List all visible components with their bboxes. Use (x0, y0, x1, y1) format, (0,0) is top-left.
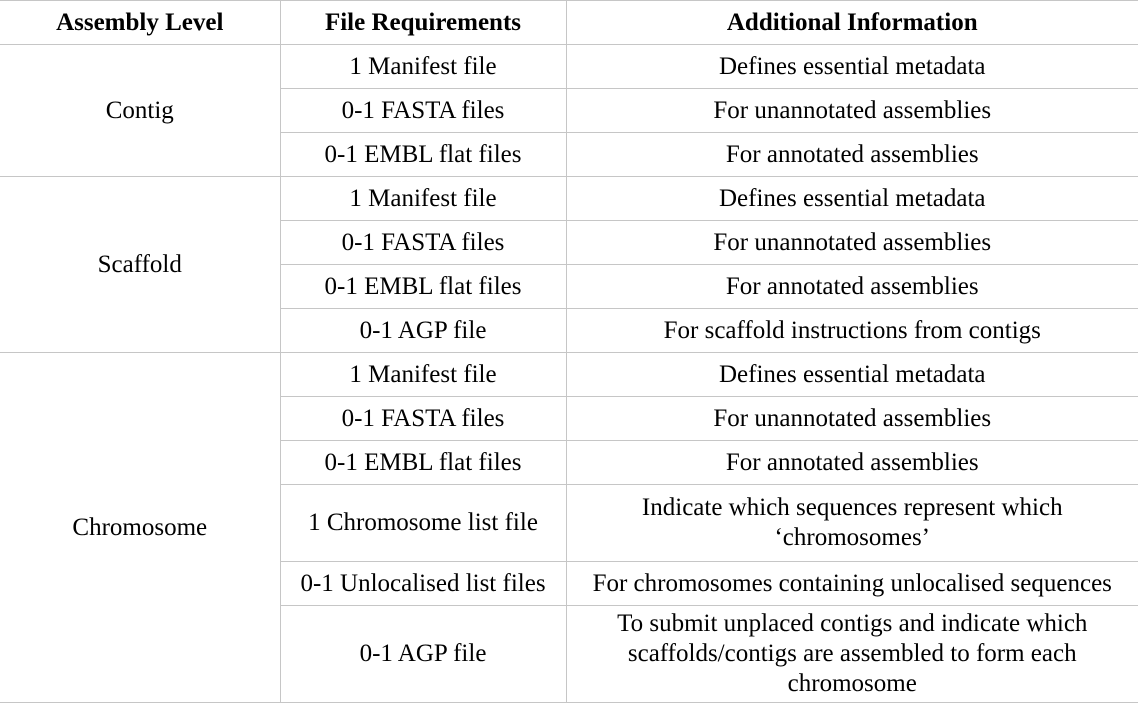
table-row: 0-1 EMBL flat files For annotated assemb… (0, 264, 1138, 309)
additional-info-cell: For unannotated assemblies (565, 88, 1138, 133)
additional-info-cell: For unannotated assemblies (565, 220, 1138, 265)
file-requirement-cell: 0-1 EMBL flat files (279, 264, 567, 309)
table-row: 0-1 EMBL flat files For annotated assemb… (0, 440, 1138, 485)
file-requirement-cell: 0-1 EMBL flat files (279, 132, 567, 177)
file-requirement-cell: 0-1 AGP file (279, 605, 567, 703)
assembly-level-contig: Contig (0, 44, 281, 177)
additional-info-cell: Defines essential metadata (565, 44, 1138, 89)
file-requirement-cell: 0-1 EMBL flat files (279, 440, 567, 485)
additional-info-cell: To submit unplaced contigs and indicate … (565, 605, 1138, 703)
header-assembly-level: Assembly Level (0, 0, 281, 45)
header-row: Assembly Level File Requirements Additio… (0, 0, 1138, 45)
table-row: Scaffold 1 Manifest file Defines essenti… (0, 176, 1138, 353)
file-requirement-cell: 0-1 FASTA files (279, 396, 567, 441)
additional-info-cell: For chromosomes containing unlocalised s… (565, 561, 1138, 606)
table-row: 1 Chromosome list file Indicate which se… (0, 484, 1138, 562)
additional-info-cell: For unannotated assemblies (565, 396, 1138, 441)
file-requirement-cell: 0-1 Unlocalised list files (279, 561, 567, 606)
additional-info-cell: For annotated assemblies (565, 264, 1138, 309)
file-requirement-cell: 0-1 FASTA files (279, 220, 567, 265)
file-requirement-cell: 1 Manifest file (279, 176, 567, 221)
table-row: 0-1 Unlocalised list files For chromosom… (0, 561, 1138, 606)
assembly-level-chromosome: Chromosome (0, 352, 281, 703)
header-file-requirements: File Requirements (279, 0, 567, 45)
additional-info-cell: Defines essential metadata (565, 176, 1138, 221)
header-additional-information: Additional Information (565, 0, 1138, 45)
file-requirement-cell: 0-1 AGP file (279, 308, 567, 353)
assembly-level-scaffold: Scaffold (0, 176, 281, 353)
file-requirement-cell: 1 Manifest file (279, 352, 567, 397)
file-requirement-cell: 1 Manifest file (279, 44, 567, 89)
table-row: 0-1 EMBL flat files For annotated assemb… (0, 132, 1138, 177)
table-row: Contig 1 Manifest file Defines essential… (0, 44, 1138, 177)
additional-info-cell: For scaffold instructions from contigs (565, 308, 1138, 353)
table-row: 0-1 AGP file For scaffold instructions f… (0, 308, 1138, 353)
file-requirement-cell: 0-1 FASTA files (279, 88, 567, 133)
additional-info-cell: Defines essential metadata (565, 352, 1138, 397)
additional-info-cell: For annotated assemblies (565, 440, 1138, 485)
table-row: 0-1 AGP file To submit unplaced contigs … (0, 605, 1138, 703)
table-row: 0-1 FASTA files For unannotated assembli… (0, 88, 1138, 133)
additional-info-cell: Indicate which sequences represent which… (565, 484, 1138, 562)
file-requirement-cell: 1 Chromosome list file (279, 484, 567, 562)
table-row: 0-1 FASTA files For unannotated assembli… (0, 220, 1138, 265)
additional-info-cell: For annotated assemblies (565, 132, 1138, 177)
table-row: 0-1 FASTA files For unannotated assembli… (0, 396, 1138, 441)
table-row: Chromosome 1 Manifest file Defines essen… (0, 352, 1138, 703)
